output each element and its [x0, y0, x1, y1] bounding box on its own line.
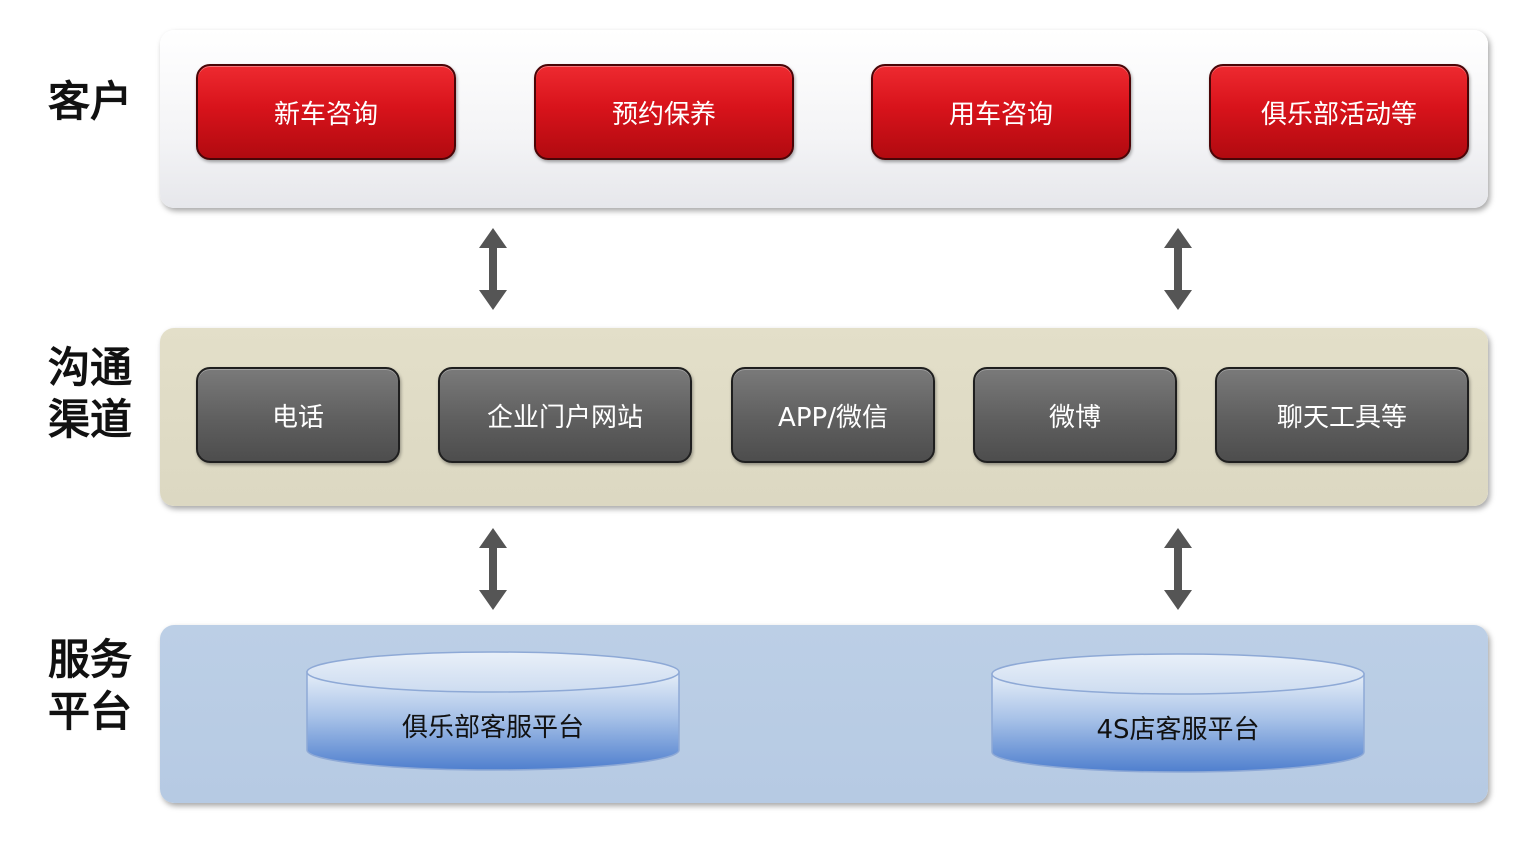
double-arrow-icon [479, 228, 507, 310]
customer-item-new-car: 新车咨询 [196, 64, 456, 160]
channel-item-portal: 企业门户网站 [438, 367, 692, 463]
row-label-customer: 客户 [48, 77, 133, 126]
customer-item-club: 俱乐部活动等 [1209, 64, 1469, 160]
customer-item-usage: 用车咨询 [871, 64, 1131, 160]
channel-item-chat: 聊天工具等 [1215, 367, 1469, 463]
double-arrow-icon [1164, 228, 1192, 310]
platform-label-club: 俱乐部客服平台 [401, 712, 584, 743]
platform-label-4s: 4S店客服平台 [1096, 714, 1260, 745]
double-arrow-icon [479, 528, 507, 610]
platform-cylinder-4s: 4S店客服平台 [990, 652, 1366, 776]
channel-item-phone: 电话 [196, 367, 400, 463]
row-label-channels: 沟通 渠道 [48, 343, 133, 444]
channel-item-app: APP/微信 [731, 367, 935, 463]
platform-cylinder-club: 俱乐部客服平台 [305, 650, 681, 774]
double-arrow-icon [1164, 528, 1192, 610]
row-label-platform: 服务 平台 [48, 635, 133, 736]
channel-item-weibo: 微博 [973, 367, 1177, 463]
customer-item-maintenance: 预约保养 [534, 64, 794, 160]
